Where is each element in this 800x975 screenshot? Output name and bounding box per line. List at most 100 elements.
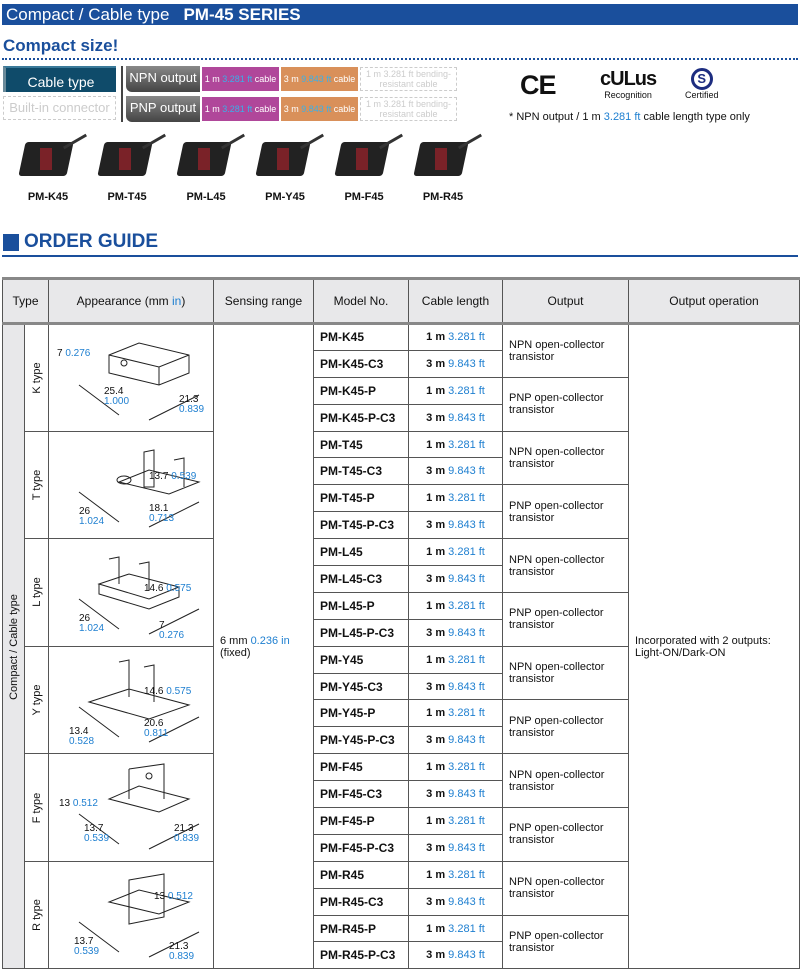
header-type: Type [2,277,49,325]
cable-m: 3 m [426,626,449,639]
model-number: PM-Y45-P-C3 [313,726,409,755]
output-cell: NPN open-collector transistor [502,645,629,701]
header-model: Model No. [313,277,409,325]
cable-length: 1 m 3.281 ft [408,538,503,567]
ft-value: 9.843 ft [301,74,332,84]
cable-option-chip[interactable]: 1 m 3.281 ft cable [202,67,279,91]
model-number: PM-L45-P [313,591,409,620]
cable-ft: 3.281 ft [448,331,485,344]
dimension-mm: 20.6 [144,717,164,729]
product-item: PM-Y45 [247,130,325,203]
product-photo [405,130,483,185]
dimension-in: 0.575 [166,583,192,595]
cable-m: 1 m [426,868,449,881]
dimension-in: 1.000 [104,396,130,407]
cable-option-chip[interactable]: 3 m 9.843 ft cable [281,67,358,91]
sensor-slot [277,148,289,170]
dimension-mm: 13.7 [84,823,104,835]
dimension-in: 0.575 [166,685,192,697]
dimension-in: 0.528 [69,735,95,747]
sensing-range-cell: 6 mm 0.236 in(fixed) [213,322,314,970]
product-item: PM-F45 [326,130,404,203]
dimension-in: 0.539 [74,945,100,957]
dimension-drawing [78,556,200,635]
product-name: PM-T45 [107,191,147,203]
dimension-drawing [78,873,200,958]
cable-length: 3 m 9.843 ft [408,457,503,486]
cable-length: 1 m 3.281 ft [408,323,503,351]
cable-length: 1 m 3.281 ft [408,699,503,728]
cable-option-chip[interactable]: 1 m 3.281 ft bending-resistant cable [360,67,457,91]
sensor-slot [435,148,447,170]
type-label: K type [30,362,43,394]
dimension-in: 0.512 [72,798,98,810]
dimension-in: 0.713 [149,512,175,524]
model-number: PM-Y45 [313,645,409,674]
output-type-label[interactable]: NPN output [126,66,200,92]
model-number: PM-T45 [313,430,409,459]
type-label: Y type [30,684,43,716]
cable-m: 3 m [426,357,449,370]
cable-ft: 3.281 ft [448,761,485,774]
cable-m: 1 m [426,331,449,344]
cable-ft: 3.281 ft [448,922,485,935]
cable-length: 3 m 9.843 ft [408,349,503,378]
cable-option-chip[interactable]: 1 m 3.281 ft cable [202,97,279,121]
cable-ft: 9.843 ft [448,411,485,424]
sensor-slot [119,148,131,170]
built-in-connector-tab[interactable]: Built-in connector [3,96,116,120]
dimension-mm: 21.3 [174,823,194,835]
header-cable: Cable length [408,277,503,325]
type-label: F type [30,792,43,823]
cable-ft: 9.843 ft [448,357,485,370]
ft-value: 3.281 ft [222,74,253,84]
model-number: PM-L45-P-C3 [313,618,409,647]
dimension-in: 0.839 [179,404,205,415]
type-cell: F type [24,753,49,862]
dimension-in: 0.539 [171,470,197,482]
cable-length: 3 m 9.843 ft [408,618,503,647]
cable-option-chip[interactable]: 3 m 9.843 ft cable [281,97,358,121]
type-group-label: Compact / Cable type [7,593,20,700]
cable-m: 3 m [426,465,449,478]
dimension-label: 13.7 0.539 [149,470,197,482]
cable-ft: 9.843 ft [448,949,485,962]
dimension-mm: 14.6 [144,583,164,595]
dimension-mm: 26 [79,613,91,625]
output-type-label[interactable]: PNP output [126,96,200,122]
cable-m: 1 m [426,707,449,720]
order-guide-table: Type Appearance (mm in) Sensing range Mo… [2,277,800,970]
cable-type-tab[interactable]: Cable type [3,66,116,92]
cable-length: 1 m 3.281 ft [408,591,503,620]
cable-length: 1 m 3.281 ft [408,807,503,835]
output-cell: NPN open-collector transistor [502,538,629,593]
cable-option-chip[interactable]: 1 m 3.281 ft bending-resistant cable [360,97,457,121]
model-number: PM-R45-C3 [313,887,409,916]
cable-ft: 3.281 ft [448,438,485,451]
cable-ft: 9.843 ft [448,788,485,801]
dimension-in: 0.539 [84,833,110,845]
dimension-drawing [78,659,200,743]
product-item: PM-K45 [10,130,88,203]
dimension-in: 0.276 [159,630,185,642]
dimension-in: 0.811 [144,727,169,739]
output-cell: NPN open-collector transistor [502,323,629,378]
category-title: Compact / Cable type [6,5,170,24]
cable-ft: 9.843 ft [448,626,485,639]
output-cell: NPN open-collector transistor [502,753,629,809]
model-number: PM-T45-C3 [313,457,409,486]
dimension-label: 14.6 0.575 [144,584,191,594]
cable-length: 1 m 3.281 ft [408,860,503,889]
